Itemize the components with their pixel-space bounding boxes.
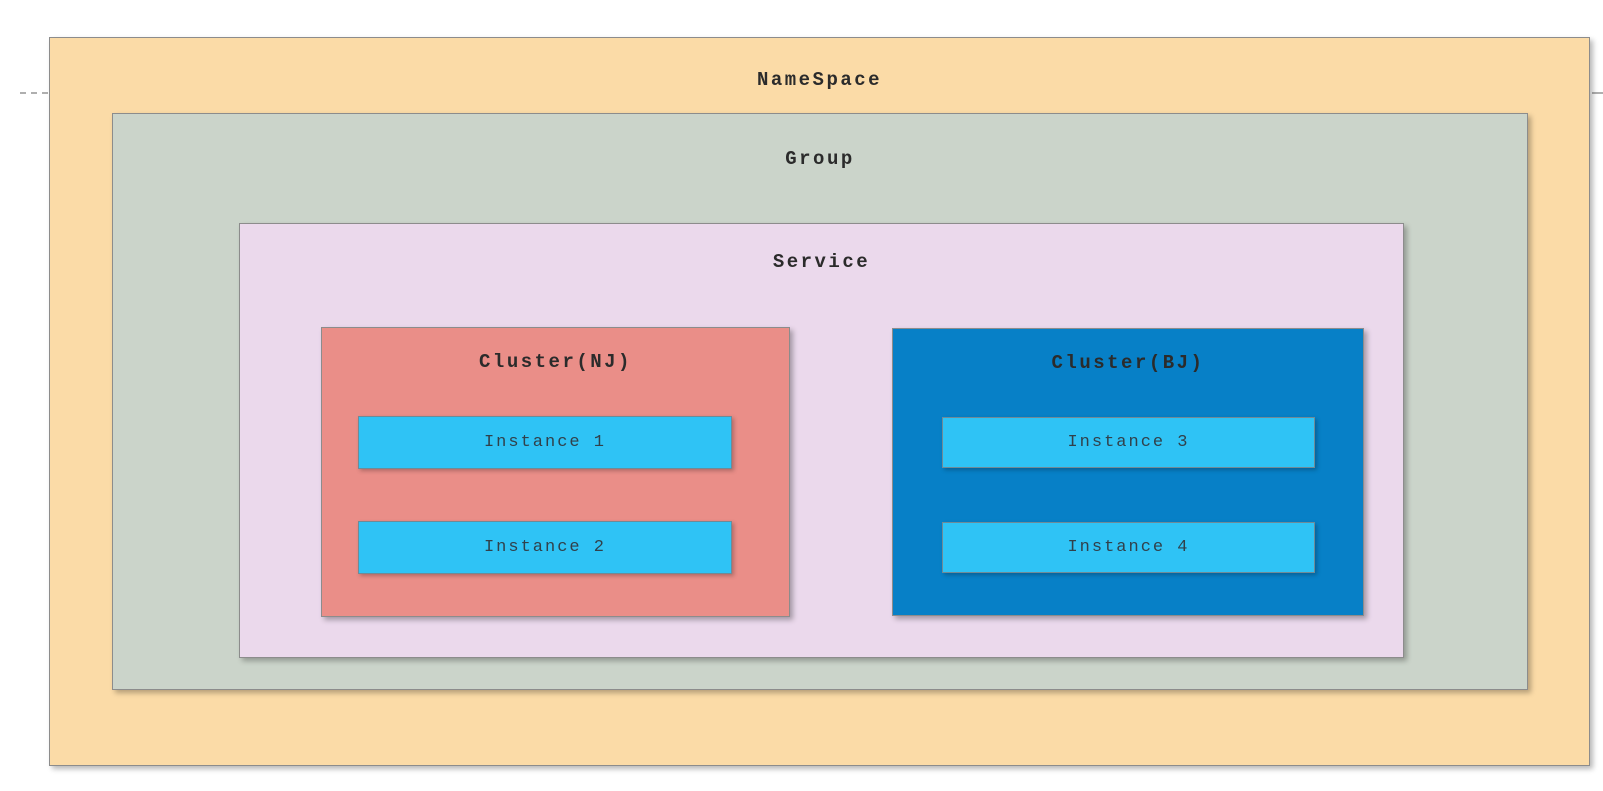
cluster-nj-label: Cluster(NJ) <box>479 351 632 373</box>
instance-3-label: Instance 3 <box>1067 433 1190 452</box>
instance-1-label: Instance 1 <box>483 433 607 452</box>
namespace-label: NameSpace <box>756 69 883 91</box>
service-container: Service Cluster(NJ) Instance 1 Instance … <box>239 223 1404 658</box>
cluster-nj-container: Cluster(NJ) Instance 1 Instance 2 <box>321 327 790 617</box>
instance-2-label: Instance 2 <box>483 538 607 557</box>
service-label: Service <box>772 251 871 273</box>
instance-2-box: Instance 2 <box>358 521 732 574</box>
group-label: Group <box>785 148 855 170</box>
page-break-mark-right <box>1592 92 1603 94</box>
instance-4-box: Instance 4 <box>942 522 1315 573</box>
group-container: Group Service Cluster(NJ) Instance 1 Ins… <box>112 113 1528 690</box>
cluster-bj-label: Cluster(BJ) <box>1051 352 1205 374</box>
namespace-container: NameSpace Group Service Cluster(NJ) Inst… <box>49 37 1590 766</box>
page-break-mark-left <box>20 92 48 94</box>
cluster-bj-container: Cluster(BJ) Instance 3 Instance 4 <box>892 328 1364 616</box>
instance-4-label: Instance 4 <box>1067 538 1190 557</box>
instance-3-box: Instance 3 <box>942 417 1315 468</box>
instance-1-box: Instance 1 <box>358 416 732 469</box>
